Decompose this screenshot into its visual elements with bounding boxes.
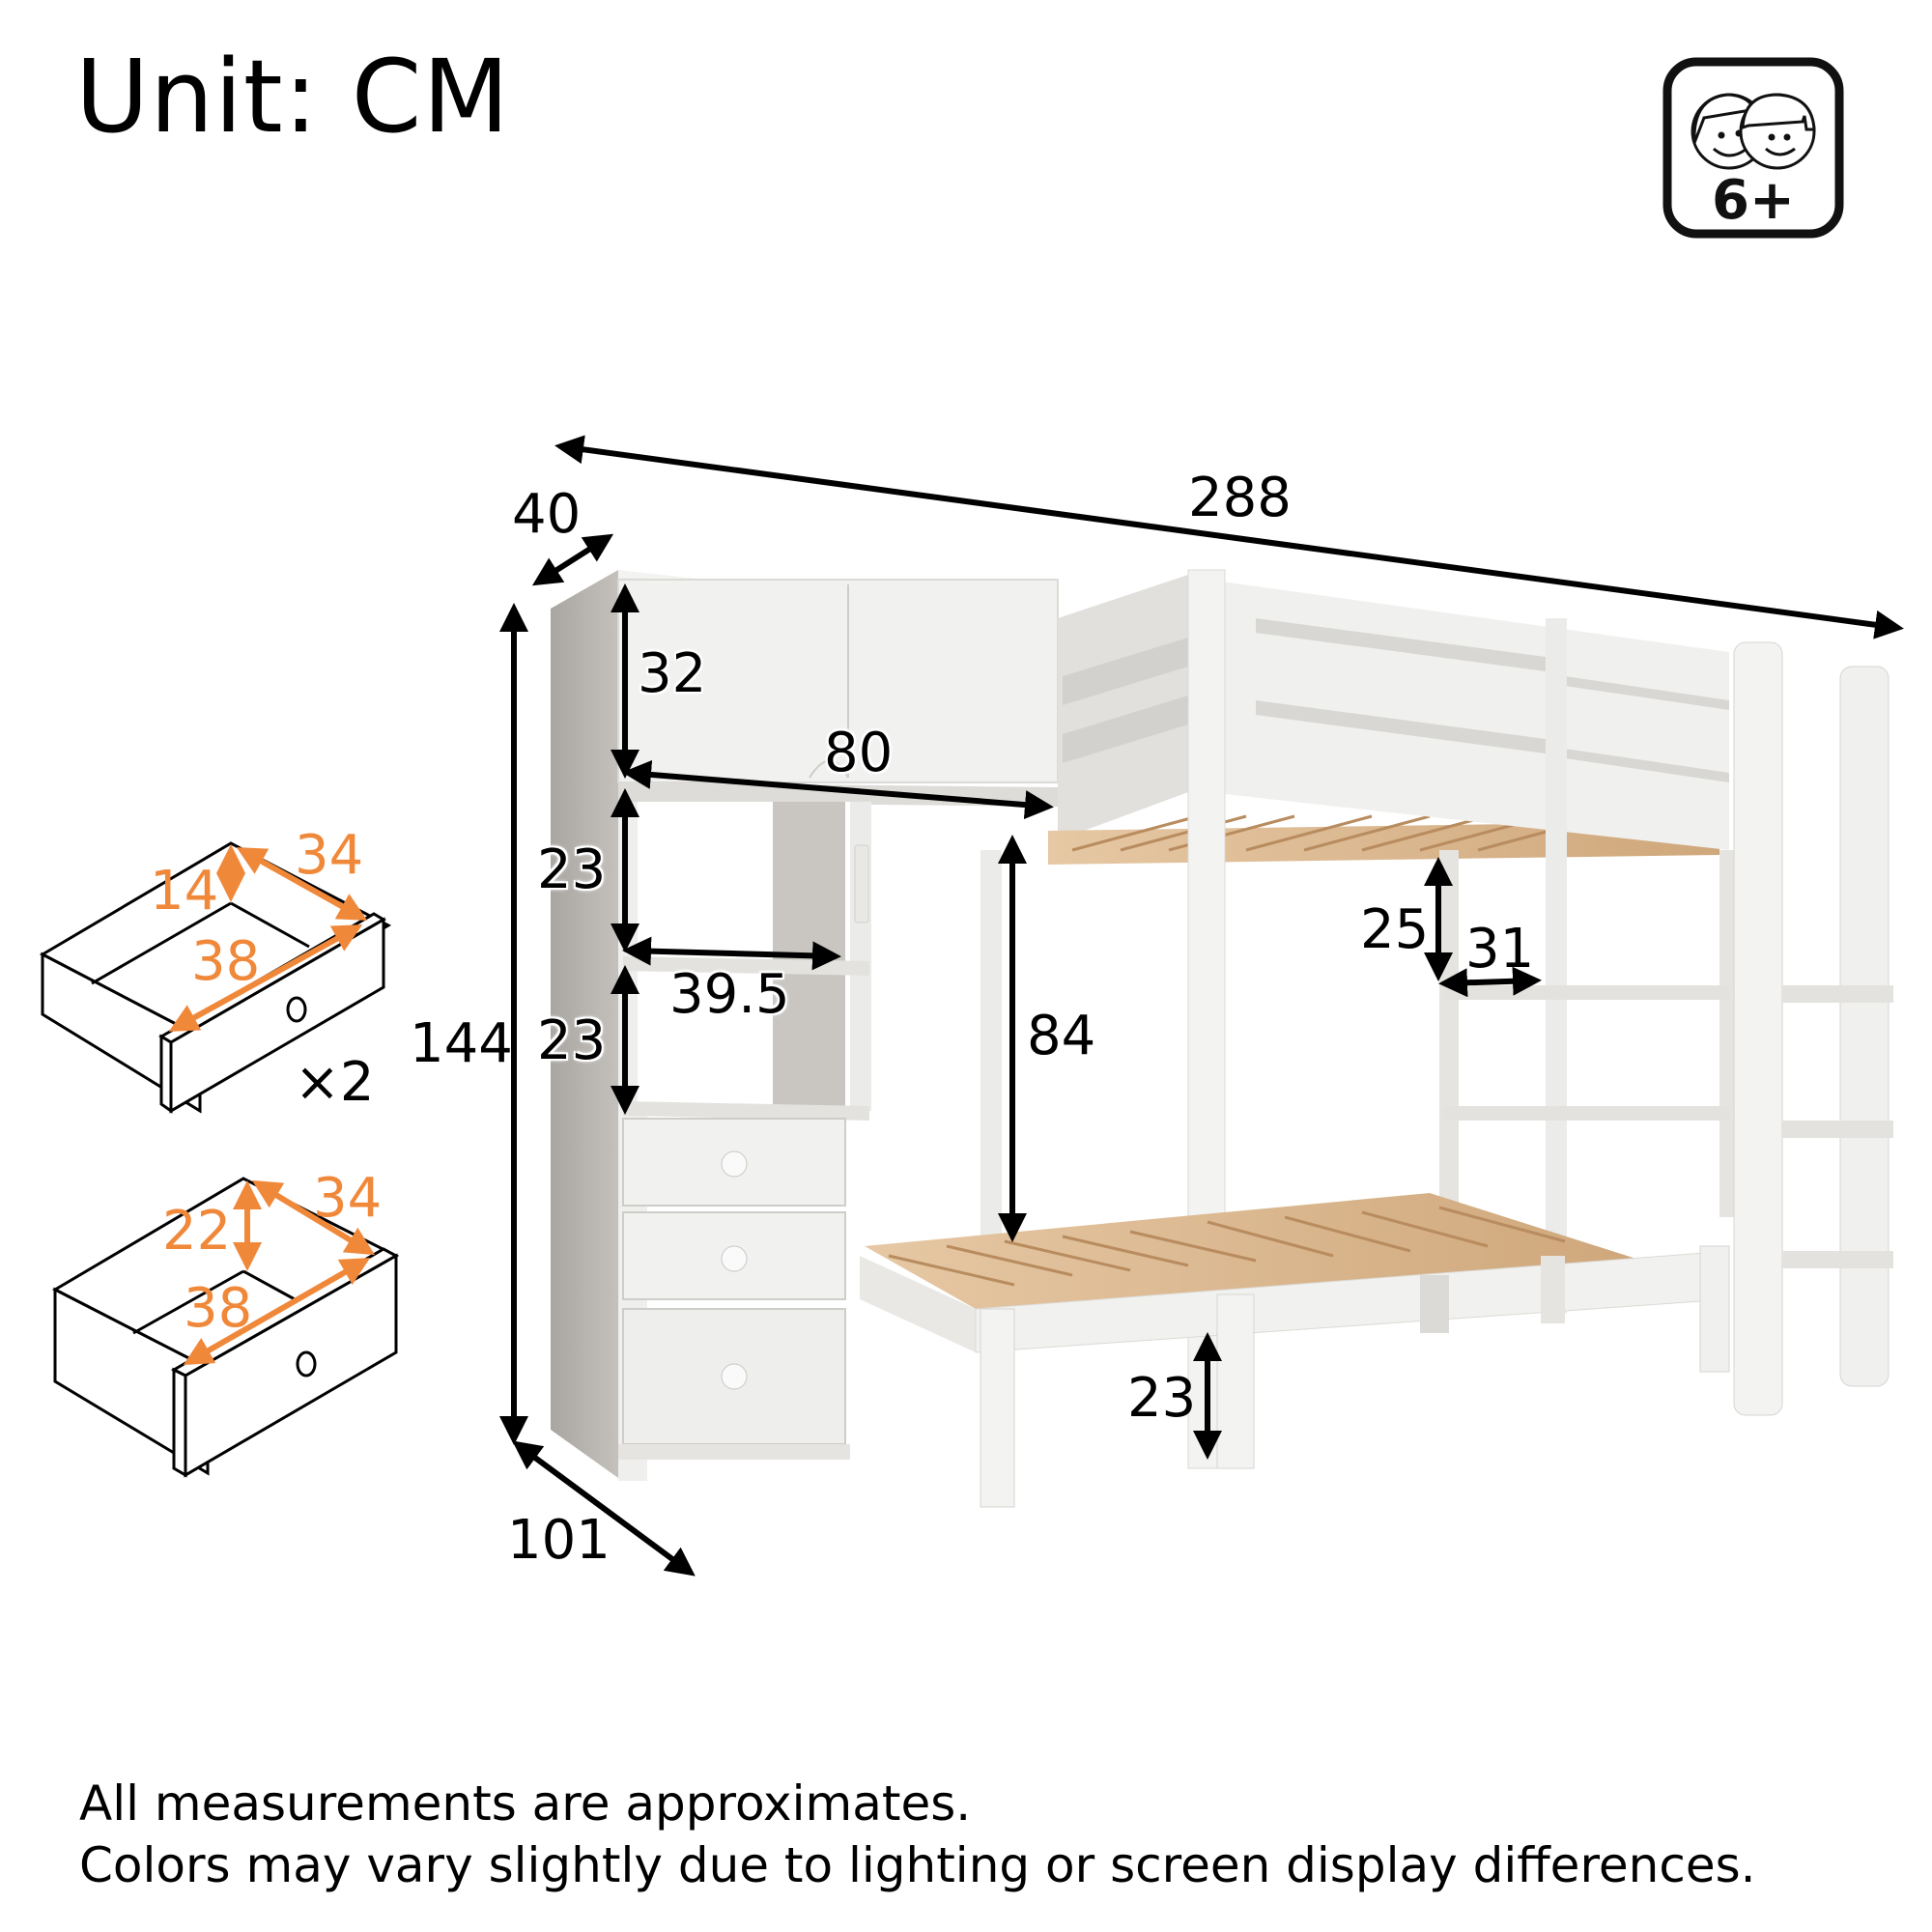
drawer-small-height: 14 <box>150 860 219 923</box>
dim-cabinet-depth: 40 <box>512 483 582 546</box>
drawer-large-width: 38 <box>184 1277 253 1340</box>
dim-side-shelf-height: 25 <box>1360 898 1430 961</box>
age-badge: 6+ <box>1662 56 1845 240</box>
ladder <box>1733 641 1893 1416</box>
side-shelves <box>1439 850 1737 1217</box>
dim-upper-cabinet-height: 32 <box>638 642 707 705</box>
drawer-large-height: 22 <box>162 1200 232 1263</box>
dim-lower-bed-leg-height: 23 <box>1127 1367 1197 1430</box>
drawer-small-depth: 34 <box>295 824 364 887</box>
footer-note-colors: Colors may vary slightly due to lighting… <box>79 1837 1756 1893</box>
drawer-small-quantity: ×2 <box>295 1051 375 1114</box>
dim-side-shelf-depth: 31 <box>1465 918 1535 980</box>
dimension-lines <box>499 435 1904 1577</box>
unit-title: Unit: CM <box>75 38 511 156</box>
dim-shelf-2-height: 23 <box>537 1009 607 1072</box>
cabinet-drawers <box>618 1118 850 1460</box>
dim-shelf-1-height: 23 <box>537 838 607 901</box>
dim-overall-width: 101 <box>507 1509 611 1572</box>
drawer-large-depth: 34 <box>313 1167 383 1230</box>
footer-note-measurements: All measurements are approximates. <box>79 1776 972 1832</box>
dim-upper-cabinet-width: 80 <box>824 722 894 784</box>
svg-text:6+: 6+ <box>1712 169 1795 232</box>
dim-under-bunk-clearance: 84 <box>1027 1005 1096 1067</box>
dim-shelf-width: 39.5 <box>669 963 790 1026</box>
dim-overall-height: 144 <box>410 1012 513 1075</box>
drawer-small-width: 38 <box>191 930 261 993</box>
lower-bed <box>860 850 1730 1508</box>
children-faces-icon: 6+ <box>1662 57 1844 239</box>
dim-overall-length: 288 <box>1188 467 1292 529</box>
